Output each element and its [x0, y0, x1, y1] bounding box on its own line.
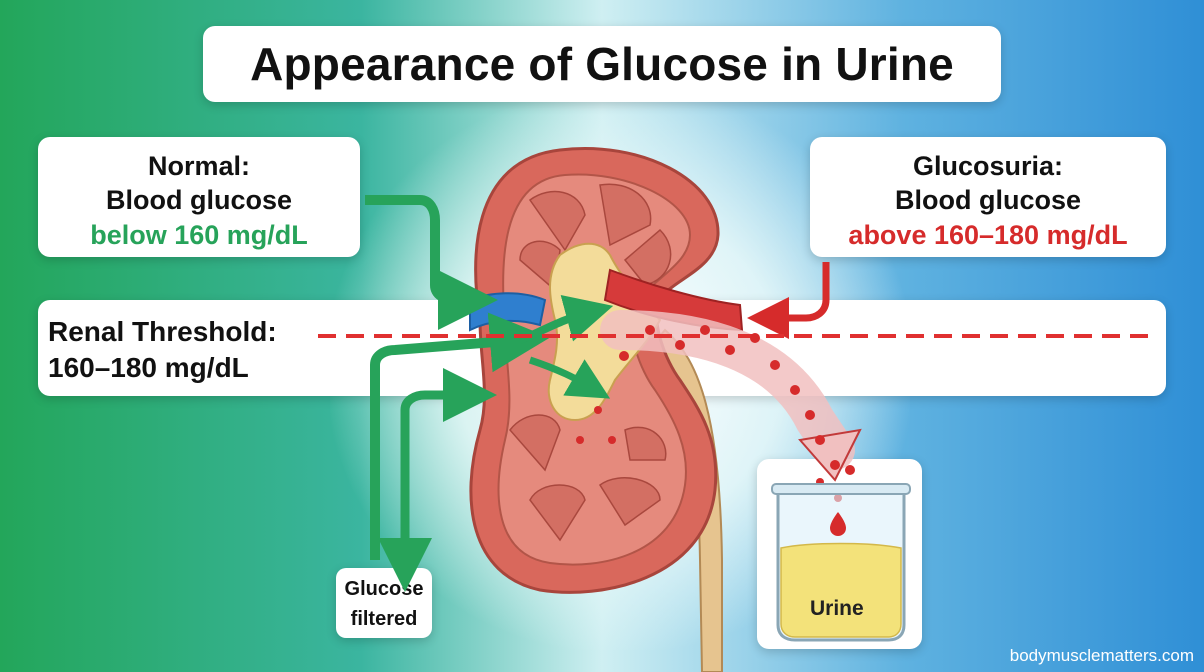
- glucose-flow-arrow-head: [798, 428, 862, 482]
- glucosuria-label-box: Glucosuria: Blood glucose above 160–180 …: [810, 137, 1166, 257]
- drop-in-beaker: [830, 512, 846, 536]
- glucosuria-value: above 160–180 mg/dL: [848, 220, 1128, 250]
- page-title: Appearance of Glucose in Urine: [250, 38, 954, 90]
- green-arrow-normal: [365, 195, 498, 330]
- urine-liquid: [780, 542, 902, 638]
- filtered-line2: filtered: [350, 608, 418, 630]
- threshold-heading: Renal Threshold:: [48, 316, 277, 347]
- normal-label-box: Normal: Blood glucose below 160 mg/dL: [38, 137, 360, 257]
- watermark: bodymusclematters.com: [1009, 646, 1194, 665]
- threshold-value: 160–180 mg/dL: [48, 352, 249, 383]
- glucosuria-subheading: Blood glucose: [894, 185, 1081, 215]
- red-arrow-glucosuria: [747, 262, 830, 339]
- urine-beaker: [771, 483, 911, 642]
- glucosuria-heading: Glucosuria:: [912, 151, 1064, 181]
- normal-heading: Normal:: [147, 151, 250, 181]
- urine-label: Urine: [810, 597, 864, 620]
- green-arrow-filter-left: [370, 312, 550, 560]
- normal-subheading: Blood glucose: [105, 185, 292, 215]
- title-banner: Appearance of Glucose in Urine: [203, 26, 1001, 102]
- normal-value: below 160 mg/dL: [90, 220, 308, 250]
- green-arrow-filter-down: [400, 368, 497, 540]
- green-arrow-mid: [528, 356, 611, 399]
